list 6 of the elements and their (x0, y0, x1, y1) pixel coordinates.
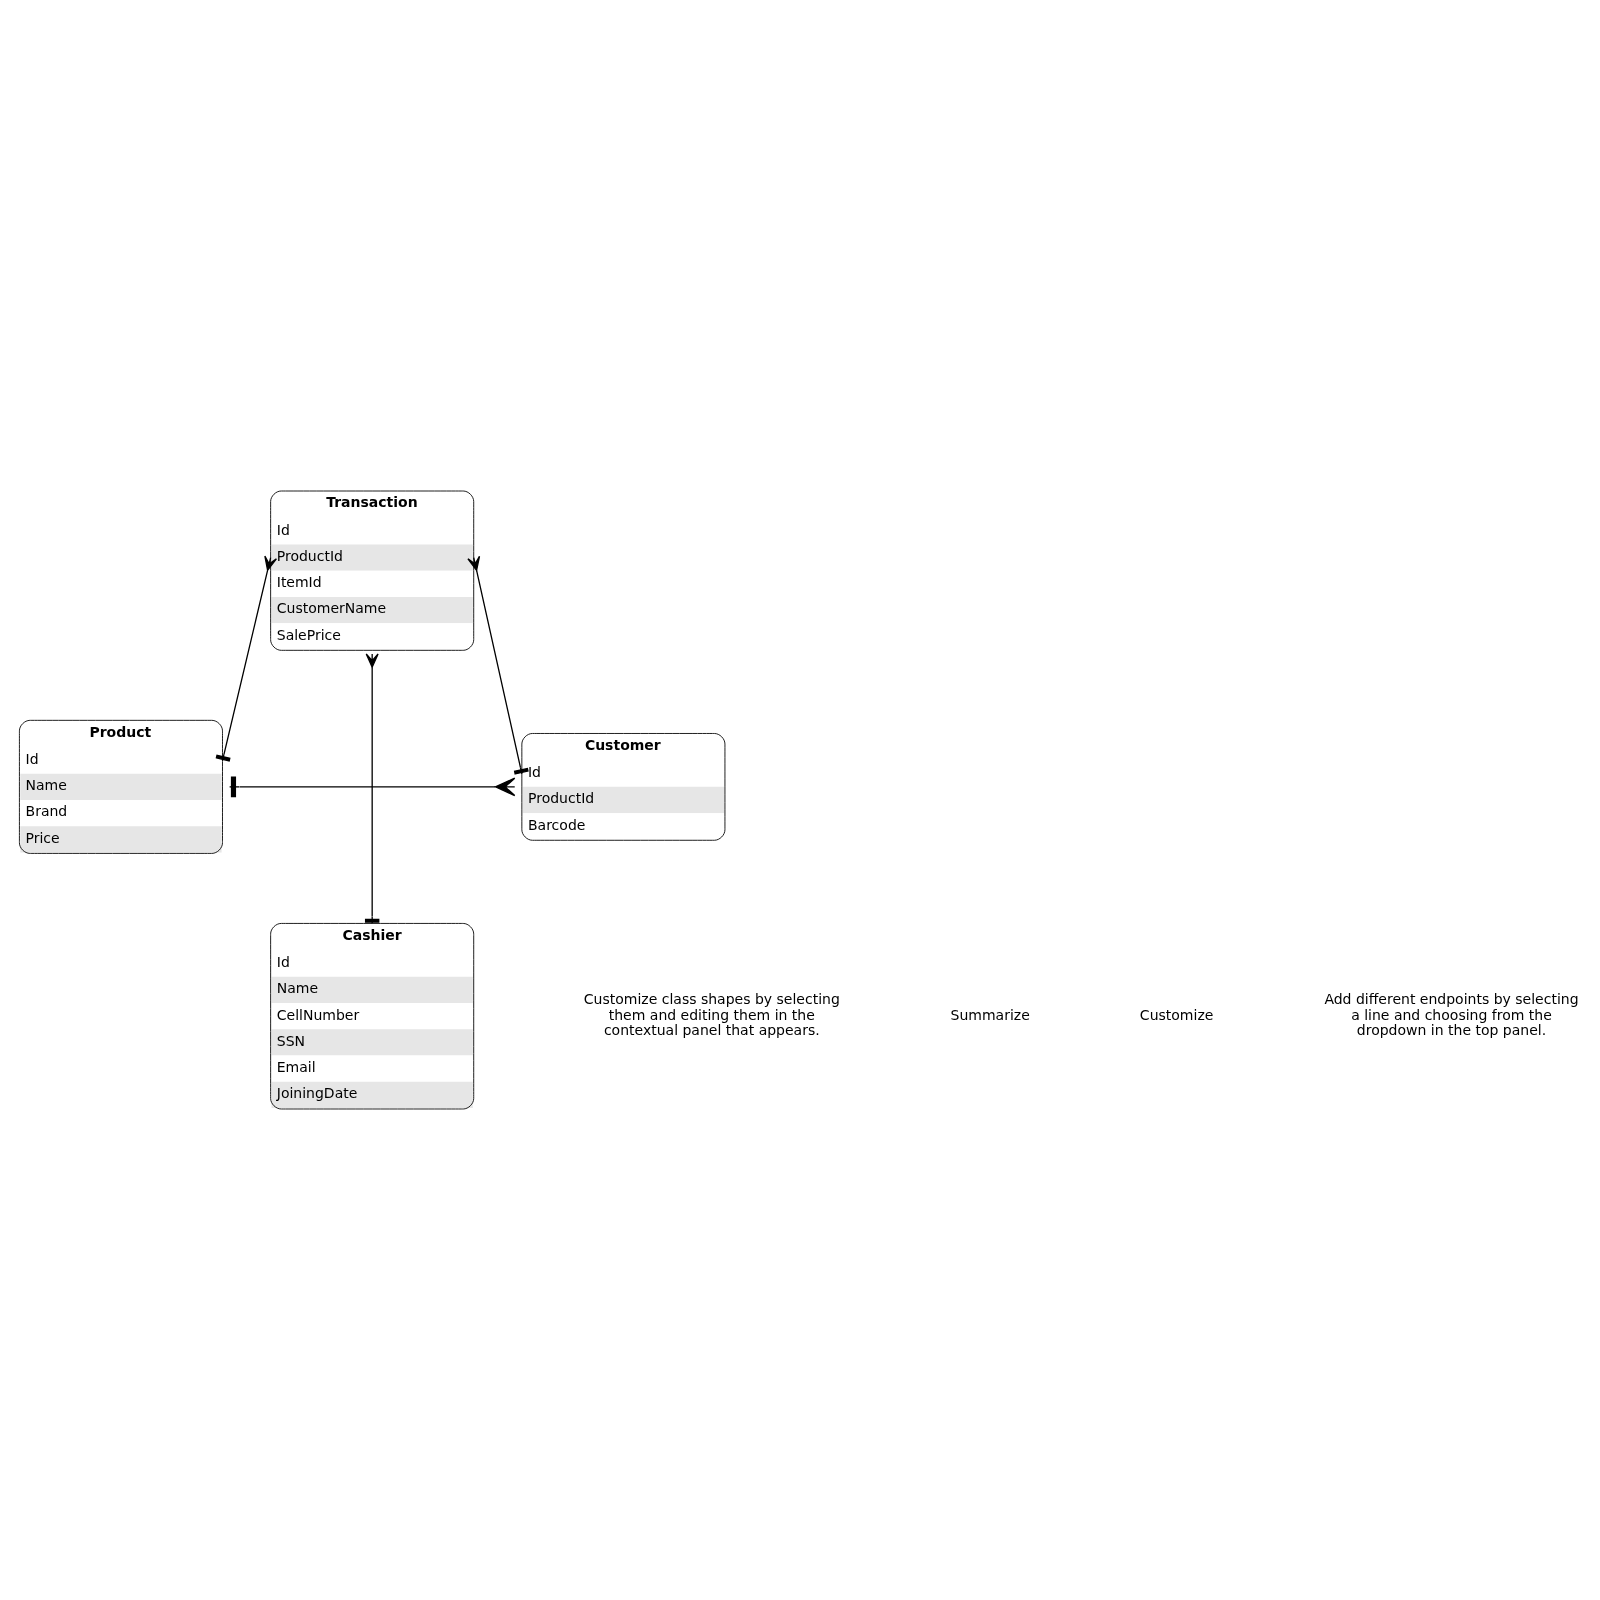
connector (467, 555, 529, 775)
connector (215, 555, 278, 762)
label: Add different endpoints by selecting a line and choosing from the dropdown in the top panel. (1324, 990, 1579, 1039)
label: Customize (1139, 1006, 1214, 1023)
label: Summarize (950, 1006, 1030, 1023)
label: Customize class shapes by selecting them and editing them in the contextual panel that appears. (583, 990, 840, 1039)
